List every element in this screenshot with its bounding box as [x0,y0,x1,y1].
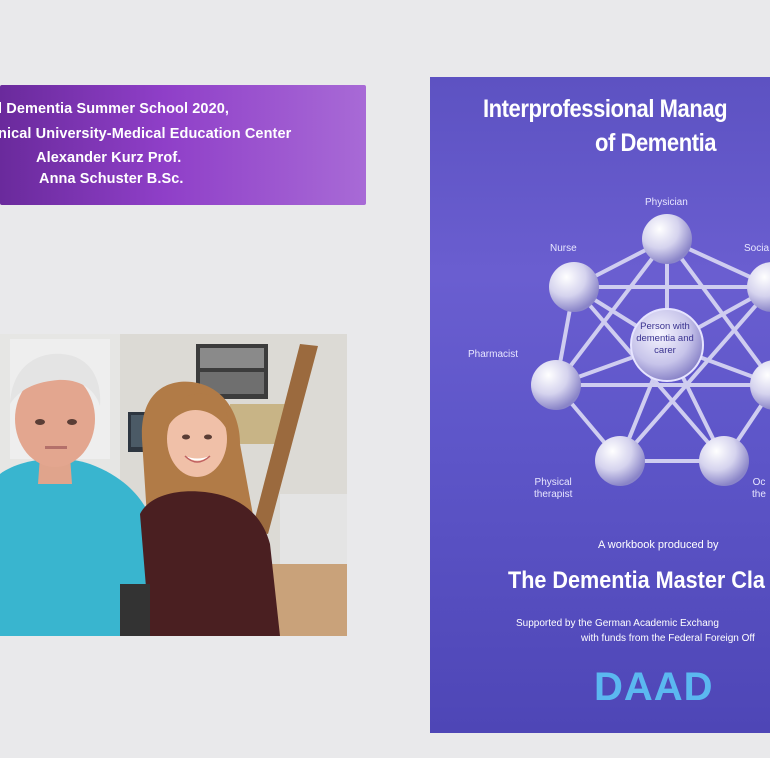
node-label-physical-line-1: Physical [534,477,572,488]
center-label-line-3: carer [654,345,676,356]
node-label-physician: Physician [645,197,688,208]
center-label-line-1: Person with [640,321,690,332]
daad-logo: DAAD [594,665,714,709]
node-label-nurse: Nurse [550,243,577,254]
banner-line-2: nical University-Medical Education Cente… [0,126,292,142]
node-label-pharmacist: Pharmacist [468,349,519,360]
funds-text: with funds from the Federal Foreign Off [581,633,755,644]
network-diagram [531,214,770,486]
video-feed[interactable] [0,334,347,636]
supported-by-text: Supported by the German Academic Exchang [516,618,719,629]
node-label-occ-line-1: Oc [752,477,766,488]
master-class-title: The Dementia Master Cla [508,567,765,594]
node-label-occ-line-2: the [752,489,766,500]
center-label-line-2: dementia and [636,333,694,344]
banner-line-4: Anna Schuster B.Sc. [39,171,184,187]
node-label-physical-line-2: therapist [534,489,573,500]
cover-title-line-2: of Dementia [595,129,717,157]
cover-title-line-1: Interprofessional Manag [483,95,728,123]
node-label-physical-therapist: Physical therapist [534,477,572,501]
node-label-center: Person with dementia and carer [625,321,705,357]
node-label-occupational-therapist: Oc the [752,477,766,501]
banner-line-1: l Dementia Summer School 2020, [0,101,230,117]
workbook-caption: A workbook produced by [598,539,719,551]
book-cover: Interprofessional Manag of Dementia [430,77,770,733]
node-label-social: Socia [744,243,770,254]
title-banner: l Dementia Summer School 2020, nical Uni… [0,85,366,205]
network-nodes [531,214,770,486]
video-scene [0,334,347,636]
banner-line-3: Alexander Kurz Prof. [36,150,182,166]
